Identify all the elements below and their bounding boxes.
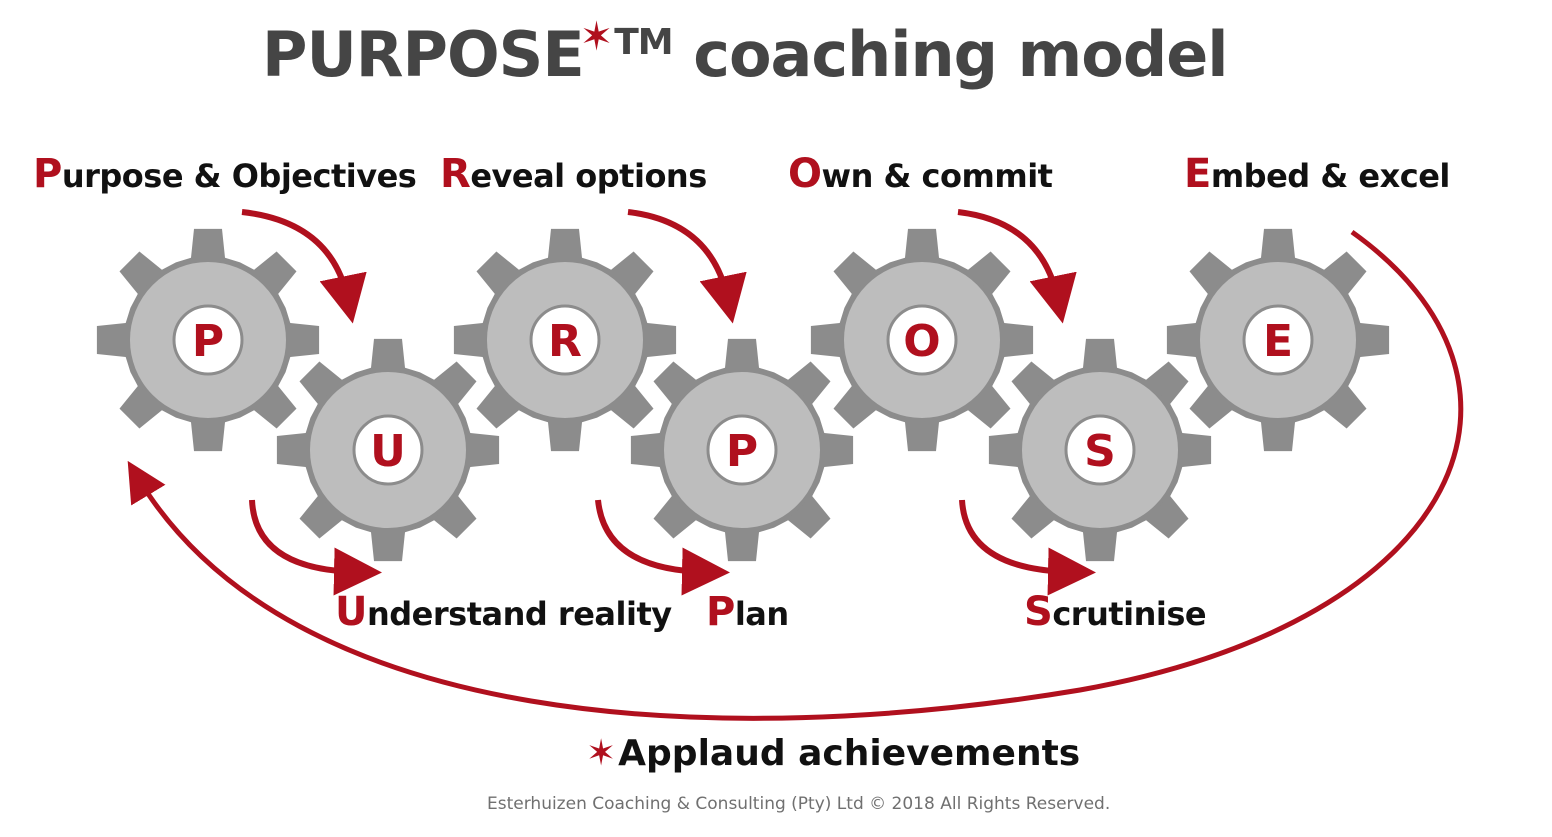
title-rest: coaching model — [693, 18, 1228, 91]
step-text: wn & commit — [821, 157, 1053, 195]
gear-hub — [886, 304, 958, 376]
gear-letter: R — [548, 316, 582, 367]
step-text: mbed & excel — [1210, 157, 1451, 195]
step-text: eveal options — [470, 157, 707, 195]
gear-hub — [1242, 304, 1314, 376]
step-label-understand: Understand reality — [335, 592, 672, 632]
step-label-plan: Plan — [706, 592, 789, 632]
title-star-icon: ✶ — [579, 14, 614, 60]
step-initial: O — [788, 151, 822, 197]
step-label-embed: Embed & excel — [1184, 154, 1450, 194]
gear-hub — [706, 414, 778, 486]
step-initial: E — [1184, 151, 1211, 197]
curved-arrow-icon — [957, 209, 1077, 324]
step-initial: P — [706, 589, 735, 635]
step-label-reveal: Reveal options — [440, 154, 707, 194]
step-text: crutinise — [1052, 595, 1207, 633]
gear-icon: P — [630, 338, 854, 562]
step-label-purpose: Purpose & Objectives — [33, 151, 417, 197]
curved-arrow-icon — [241, 209, 367, 324]
gear-icon: P — [96, 228, 320, 452]
gear-hub — [1064, 414, 1136, 486]
gear-hub — [172, 304, 244, 376]
gear-icon: S — [988, 338, 1212, 562]
title-main: PURPOSE — [262, 18, 585, 91]
step-initial: S — [1024, 589, 1053, 635]
applaud-text: Applaud achievements — [618, 733, 1081, 774]
gear-letter: P — [726, 426, 758, 477]
step-initial: P — [33, 151, 62, 197]
gear-letter: E — [1263, 316, 1293, 367]
page-title: PURPOSE✶TM coaching model — [262, 17, 1229, 86]
gear-letter: O — [903, 316, 940, 367]
step-label-scrutinise: Scrutinise — [1024, 589, 1207, 635]
curved-arrow-icon — [959, 499, 1096, 596]
curved-arrow-icon — [595, 499, 730, 596]
curved-arrow-icon — [249, 499, 382, 596]
title-trademark: TM — [614, 22, 673, 63]
gear-icon: R — [453, 228, 677, 452]
curved-arrow-icon — [127, 229, 1464, 721]
step-initial: R — [440, 151, 471, 197]
gear-icon: E — [1166, 228, 1390, 452]
step-label-own: Own & commit — [788, 151, 1053, 197]
copyright-footer: Esterhuizen Coaching & Consulting (Pty) … — [487, 794, 1111, 814]
gear-letter: P — [192, 316, 224, 367]
step-text: nderstand reality — [366, 595, 672, 633]
gear-letter: U — [370, 426, 406, 477]
step-text: urpose & Objectives — [61, 157, 417, 195]
gear-icon: U — [276, 338, 500, 562]
star-icon: ✶ — [586, 733, 617, 774]
step-initial: U — [335, 589, 367, 635]
curved-arrow-icon — [627, 209, 747, 324]
gear-letter: S — [1084, 426, 1116, 477]
gear-icon: O — [810, 228, 1034, 452]
step-text: lan — [734, 595, 789, 633]
gear-hub — [529, 304, 601, 376]
gear-hub — [352, 414, 424, 486]
applaud-label: ✶Applaud achievements — [586, 736, 1080, 772]
